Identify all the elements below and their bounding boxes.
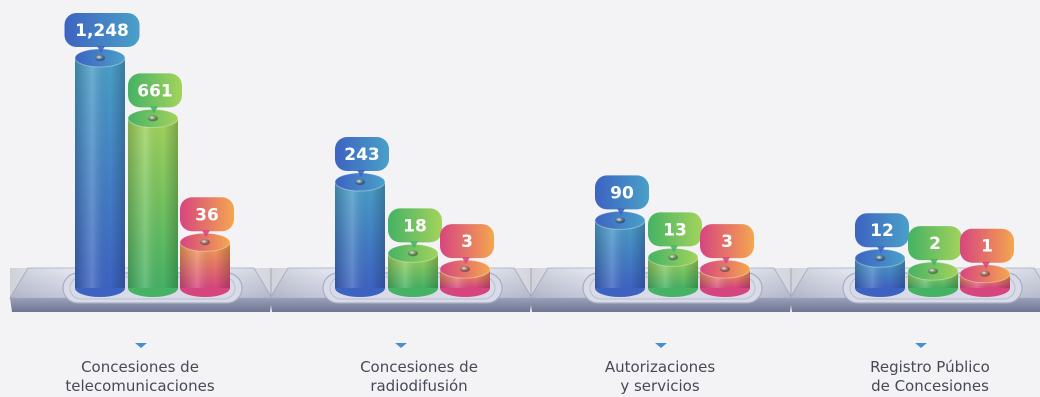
value-label-pointer <box>357 170 365 178</box>
value-label-pointer <box>982 261 990 269</box>
value-label-pill <box>908 226 962 261</box>
bar <box>959 264 1011 297</box>
bar-top-dot <box>355 179 365 186</box>
value-label-pointer <box>722 257 730 265</box>
value-label-text: 3 <box>721 232 733 252</box>
bar-shading <box>595 220 645 288</box>
value-label: 1 <box>960 228 1014 269</box>
bar-top-dot <box>148 115 158 122</box>
arrow-down-icon <box>395 343 407 348</box>
value-label: 1,248 <box>64 13 140 53</box>
bar <box>854 248 906 297</box>
category-label-radiodifusion: Concesiones de radiodifusión <box>360 358 478 395</box>
value-label-pointer <box>670 245 678 253</box>
bar-top-dot <box>980 270 990 277</box>
bar <box>594 210 646 297</box>
bar-top-dot <box>200 239 210 246</box>
value-label-text: 1 <box>981 237 993 257</box>
value-label: 3 <box>440 224 494 265</box>
value-label-text: 13 <box>663 220 687 240</box>
value-label-pointer <box>410 241 418 249</box>
bar-top-dot <box>460 266 470 273</box>
bar-top-dot <box>875 255 885 262</box>
category-label-registro: Registro Público de Concesiones <box>870 358 990 395</box>
value-label-pill <box>855 213 909 248</box>
category-label-telecomunicaciones: Concesiones de telecomunicaciones <box>65 358 215 395</box>
value-label-pill <box>388 208 442 243</box>
value-label-text: 243 <box>344 145 380 165</box>
value-label-text: 12 <box>870 221 894 241</box>
bar-shading <box>75 58 125 288</box>
value-label: 13 <box>648 212 702 253</box>
bar-layer <box>74 48 1011 297</box>
value-label: 243 <box>335 137 389 178</box>
value-label-pointer <box>97 46 105 53</box>
value-label-pill <box>335 137 389 172</box>
bar-top-dot <box>928 268 938 275</box>
arrow-down-icon <box>135 343 147 348</box>
value-label: 90 <box>595 175 649 216</box>
bar-shading <box>335 182 385 288</box>
value-label-text: 1,248 <box>75 21 129 41</box>
value-label: 2 <box>908 226 962 267</box>
value-label-pill <box>700 224 754 259</box>
value-label-pointer <box>930 259 938 267</box>
bar <box>699 259 751 297</box>
value-label: 661 <box>128 73 182 114</box>
bar <box>387 243 439 297</box>
category-label-autorizaciones: Autorizaciones y servicios <box>604 358 716 395</box>
value-label-pill <box>595 175 649 210</box>
value-label-pill <box>440 224 494 259</box>
value-label-pill <box>960 228 1014 263</box>
value-label-text: 3 <box>461 232 473 252</box>
value-label-pointer <box>617 208 625 216</box>
value-label-pointer <box>877 246 885 254</box>
value-label-text: 18 <box>403 216 427 236</box>
value-label-text: 90 <box>610 183 634 203</box>
value-label-text: 661 <box>137 81 173 101</box>
bar-top-dot <box>95 55 105 61</box>
value-label-pill <box>180 197 234 232</box>
value-label-pointer <box>202 230 210 238</box>
bar <box>647 247 699 297</box>
arrow-down-icon <box>915 343 927 348</box>
value-label-text: 2 <box>929 234 941 254</box>
value-label-pill <box>64 13 140 47</box>
bar-top-dot <box>668 254 678 261</box>
bar <box>127 108 179 297</box>
bar-top-dot <box>720 266 730 273</box>
bar <box>907 261 959 297</box>
value-label-pointer <box>150 106 158 114</box>
value-label-pill <box>648 212 702 247</box>
arrow-down-icon <box>655 343 667 348</box>
value-label-pointer <box>462 257 470 265</box>
bar <box>179 232 231 297</box>
bar-shading <box>128 118 178 288</box>
value-label: 12 <box>855 213 909 254</box>
bar-top-dot <box>408 250 418 257</box>
bar <box>334 172 386 297</box>
value-label: 3 <box>700 224 754 265</box>
bar <box>439 259 491 297</box>
value-label-text: 36 <box>195 205 219 225</box>
value-label: 36 <box>180 197 234 238</box>
value-label-pill <box>128 73 182 108</box>
bar-top-dot <box>615 217 625 224</box>
bar <box>74 48 126 297</box>
value-label: 18 <box>388 208 442 249</box>
